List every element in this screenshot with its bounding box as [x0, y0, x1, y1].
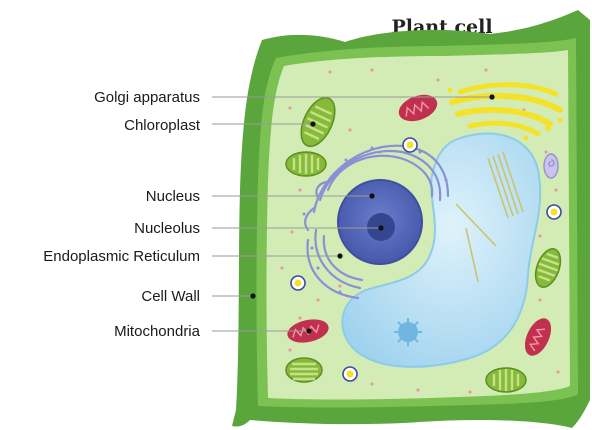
label-endoplasmic-reticulum: Endoplasmic Reticulum — [43, 248, 200, 265]
chloroplast-2 — [286, 152, 326, 176]
label-chloroplast: Chloroplast — [124, 117, 201, 134]
label-nucleolus: Nucleolus — [134, 220, 200, 237]
spiral-body — [544, 154, 558, 178]
label-mitochondria: Mitochondria — [114, 323, 201, 340]
vacuole-inclusion — [394, 318, 422, 346]
label-nucleus: Nucleus — [146, 188, 200, 205]
label-golgi-apparatus: Golgi apparatus — [94, 89, 200, 106]
label-cell-wall: Cell Wall — [141, 288, 200, 305]
chloroplast-3 — [286, 358, 322, 382]
chloroplast-4 — [486, 368, 526, 392]
